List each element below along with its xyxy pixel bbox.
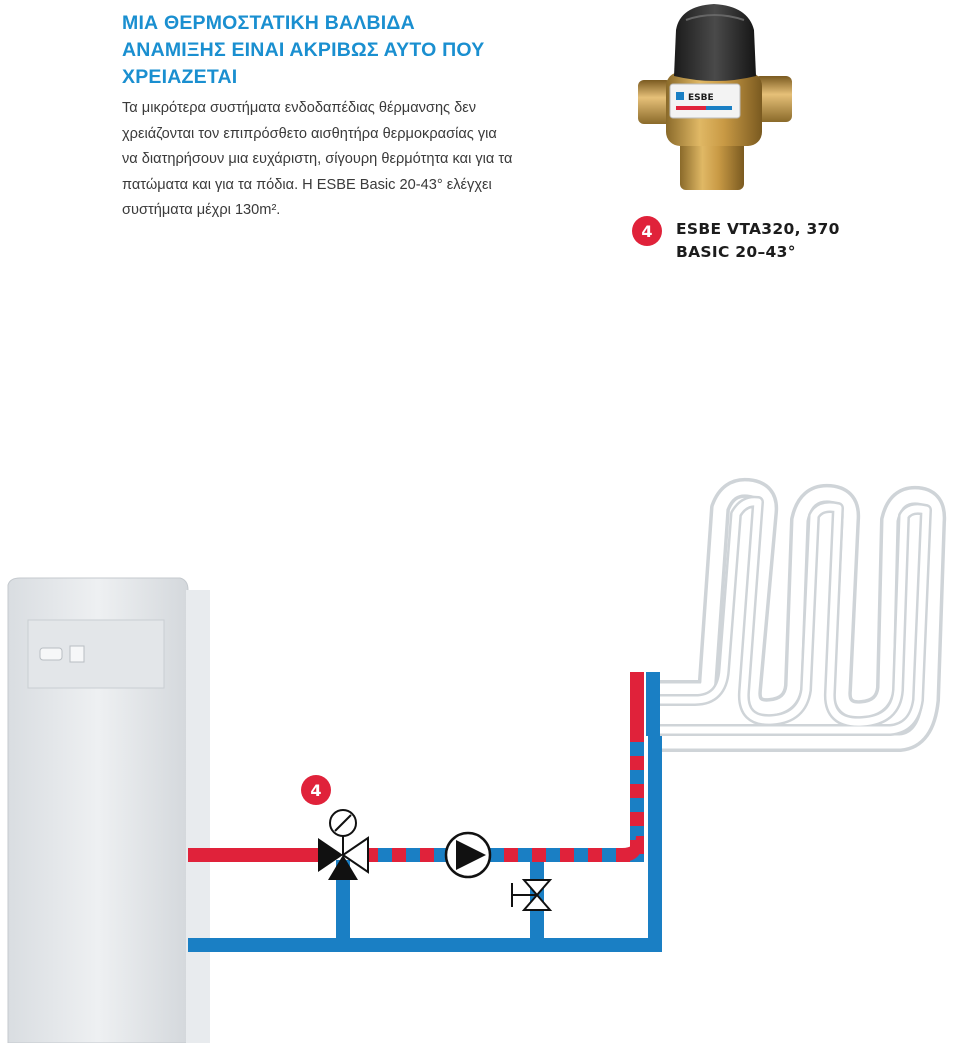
body-line: χρειάζονται τον επιπρόσθετο αισθητήρα θε… (122, 125, 497, 142)
mixed-supply-pipe (364, 848, 636, 862)
valve-return-riser (336, 860, 350, 946)
mixing-valve (318, 809, 369, 880)
body-line: πατώματα και για τα πόδια. Η ESBE Basic … (122, 176, 492, 193)
mixed-supply-riser (630, 736, 644, 862)
page-heading: ΜΙΑ ΘΕΡΜΟΣΤΑΤΙΚΗ ΒΑΛΒΙΔΑ ΑΝΑΜΙΞΗΣ ΕΙΝΑΙ … (122, 10, 602, 91)
underfloor-coil (650, 477, 947, 752)
callout-text: ESBE VTA320, 370 BASIC 20–43° (676, 218, 840, 264)
valve-number-badge (301, 775, 331, 805)
bypass-valve (511, 879, 553, 911)
callout-number-badge: 4 (632, 216, 662, 246)
body-line: συστήματα μέχρι 130m². (122, 202, 281, 218)
product-callout: 4 ESBE VTA320, 370 BASIC 20–43° (632, 216, 952, 266)
callout-line: BASIC 20–43° (676, 243, 796, 261)
heading-line: ΧΡΕΙΑΖΕΤΑΙ (122, 66, 238, 88)
callout-line: ESBE VTA320, 370 (676, 220, 840, 238)
valve-brand-label: ESBE (688, 93, 714, 103)
valve-product-image: ESBE (638, 4, 792, 190)
body-line: να διατηρήσουν μια ευχάριστη, σίγουρη θε… (122, 151, 513, 167)
return-pipe (188, 938, 662, 952)
body-line: Τα μικρότερα συστήματα ενδοδαπέδιας θέρμ… (122, 100, 477, 116)
heading-line: ΑΝΑΜΙΞΗΣ ΕΙΝΑΙ ΑΚΡΙΒΩΣ ΑΥΤΟ ΠΟΥ (122, 39, 485, 61)
floor-manifold (630, 672, 660, 736)
heating-system-diagram: 4 (7, 477, 947, 1043)
heading-line: ΜΙΑ ΘΕΡΜΟΣΤΑΤΙΚΗ ΒΑΛΒΙΔΑ (122, 12, 415, 34)
body-paragraph: Τα μικρότερα συστήματα ενδοδαπέδιας θέρμ… (122, 96, 592, 224)
circulation-pump (444, 831, 492, 879)
boiler (7, 577, 210, 1043)
manifold-return-pipe (648, 736, 662, 946)
hot-supply-pipe (188, 848, 320, 862)
valve-number-text: 4 (310, 781, 321, 800)
